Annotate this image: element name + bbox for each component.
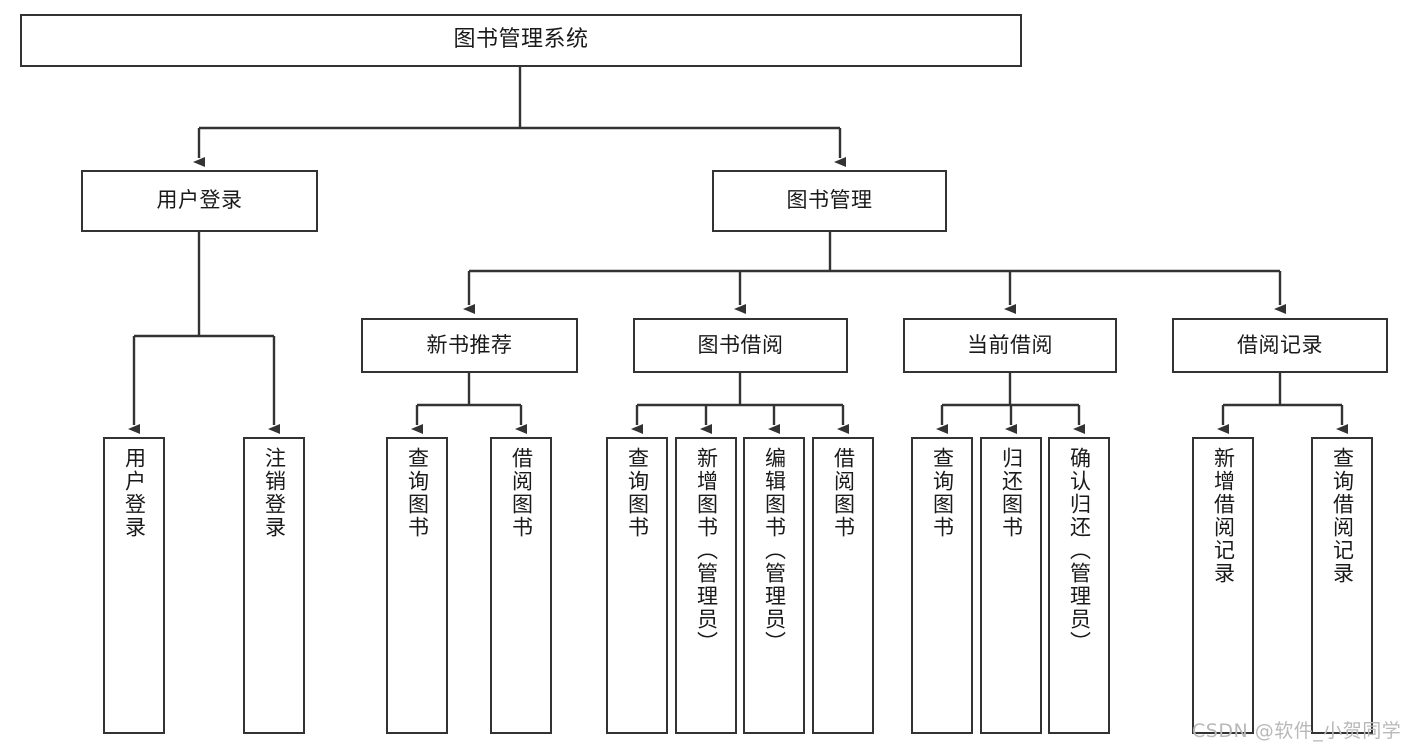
node-label: 新书推荐	[426, 332, 513, 357]
leaf-current-borrow-return-book[interactable]: 归还图书	[980, 437, 1042, 734]
node-label: 新增图书（管理员）	[694, 447, 719, 654]
node-label: 新增借阅记录	[1211, 447, 1236, 585]
leaf-user-login-logout[interactable]: 注销登录	[243, 437, 305, 734]
node-label: 注销登录	[262, 447, 287, 539]
node-current-borrow[interactable]: 当前借阅	[903, 318, 1117, 373]
node-label: 图书管理	[786, 188, 873, 213]
node-borrow-record[interactable]: 借阅记录	[1172, 318, 1388, 373]
node-label: 查询图书	[930, 447, 955, 539]
node-label: 图书借阅	[697, 332, 784, 357]
node-book-borrow[interactable]: 图书借阅	[633, 318, 848, 373]
node-label: 当前借阅	[967, 332, 1053, 357]
leaf-book-borrow-add-book-admin[interactable]: 新增图书（管理员）	[675, 437, 737, 734]
leaf-current-borrow-query-book[interactable]: 查询图书	[911, 437, 973, 734]
leaf-new-book-query-book[interactable]: 查询图书	[386, 437, 448, 734]
leaf-borrow-record-query-record[interactable]: 查询借阅记录	[1311, 437, 1373, 734]
node-user-login[interactable]: 用户登录	[81, 170, 318, 232]
watermark: CSDN @软件_小贺同学	[1192, 720, 1402, 742]
leaf-borrow-record-add-record[interactable]: 新增借阅记录	[1192, 437, 1254, 734]
node-label: 确认归还（管理员）	[1067, 447, 1092, 654]
leaf-new-book-borrow-book[interactable]: 借阅图书	[490, 437, 552, 734]
node-label: 查询图书	[405, 447, 430, 539]
leaf-book-borrow-edit-book-admin[interactable]: 编辑图书（管理员）	[743, 437, 805, 734]
leaf-user-login-login[interactable]: 用户登录	[103, 437, 165, 734]
node-label: 图书管理系统	[453, 27, 589, 53]
leaf-book-borrow-query-book[interactable]: 查询图书	[606, 437, 668, 734]
leaf-book-borrow-borrow-book[interactable]: 借阅图书	[812, 437, 874, 734]
node-label: 用户登录	[156, 188, 243, 213]
node-label: 用户登录	[122, 447, 147, 539]
node-root-book-management-system[interactable]: 图书管理系统	[20, 14, 1022, 67]
node-label: 借阅图书	[509, 447, 534, 539]
node-label: 归还图书	[999, 447, 1024, 539]
node-new-book-recommend[interactable]: 新书推荐	[361, 318, 578, 373]
node-label: 借阅图书	[831, 447, 856, 539]
node-label: 借阅记录	[1237, 332, 1323, 357]
node-label: 编辑图书（管理员）	[762, 447, 787, 654]
leaf-current-borrow-confirm-return-admin[interactable]: 确认归还（管理员）	[1048, 437, 1110, 734]
node-label: 查询图书	[625, 447, 650, 539]
node-book-management[interactable]: 图书管理	[712, 170, 947, 232]
node-label: 查询借阅记录	[1330, 447, 1355, 585]
